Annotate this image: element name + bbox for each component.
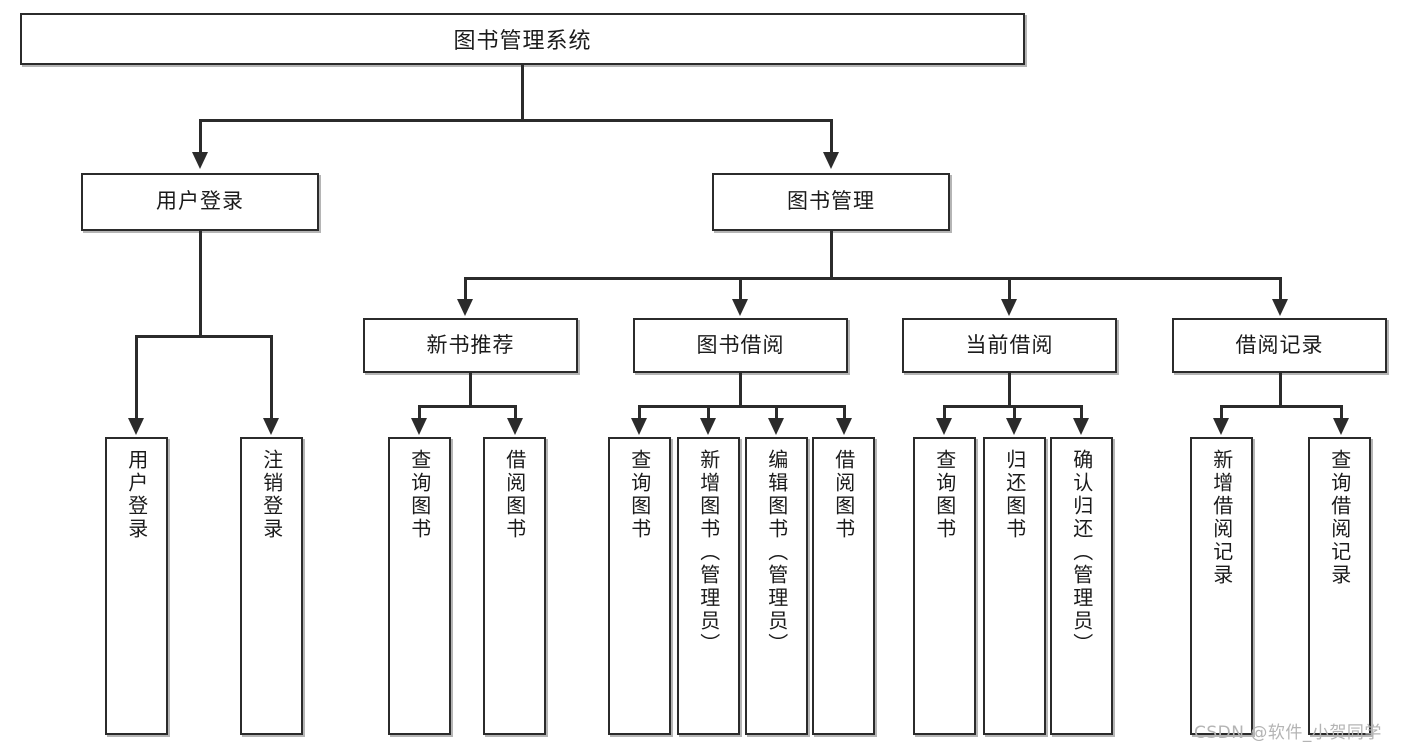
node-leaf-query-book-1[interactable]: 查询图书 [388,437,451,735]
node-leaf-confirm-return[interactable]: 确认归还（管理员） [1050,437,1113,735]
edge-new-book-recommend-down [469,373,472,407]
node-leaf-query-book-3-label: 查询图书 [932,449,957,541]
arrowhead-leaf-user-login [128,418,144,435]
node-leaf-user-login-label: 用户登录 [124,449,149,541]
node-leaf-add-book[interactable]: 新增图书（管理员） [677,437,740,735]
node-leaf-borrow-book-2-label: 借阅图书 [831,449,856,541]
node-book-manage[interactable]: 图书管理 [712,173,950,231]
node-borrow-record-label: 借阅记录 [1235,332,1324,357]
arrowhead-leaf-query-book-1 [411,418,427,435]
edge-current-borrow-down [1008,373,1011,407]
arrowhead-leaf-query-book-3 [936,418,952,435]
node-new-book-recommend[interactable]: 新书推荐 [363,318,578,373]
node-leaf-query-book-1-label: 查询图书 [407,449,432,541]
node-leaf-confirm-return-label: 确认归还（管理员） [1069,449,1094,656]
edge-root-bus [199,119,833,122]
node-leaf-borrow-book-1-label: 借阅图书 [502,449,527,541]
edge-book-manage-bus [464,277,1281,280]
edge-user-login-branch-1 [135,335,138,419]
edge-root-to-user-login [199,119,202,153]
node-leaf-add-book-label: 新增图书（管理员） [696,449,721,656]
arrowhead-book-borrow [732,299,748,316]
arrowhead-new-book-recommend [457,299,473,316]
node-user-login-label: 用户登录 [156,189,244,214]
edge-book-manage-branch-4 [1279,277,1282,301]
node-leaf-add-record[interactable]: 新增借阅记录 [1190,437,1253,735]
edge-new-book-recommend-bus [418,405,516,408]
node-user-login[interactable]: 用户登录 [81,173,319,231]
node-leaf-query-book-2[interactable]: 查询图书 [608,437,671,735]
node-leaf-edit-book[interactable]: 编辑图书（管理员） [745,437,808,735]
edge-book-borrow-branch-3 [775,405,778,419]
edge-user-login-down [199,231,202,337]
arrowhead-leaf-edit-book [768,418,784,435]
node-leaf-borrow-book-2[interactable]: 借阅图书 [812,437,875,735]
edge-book-manage-branch-1 [464,277,467,301]
arrowhead-borrow-record [1272,299,1288,316]
edge-new-book-recommend-branch-1 [418,405,421,419]
arrowhead-leaf-add-book [700,418,716,435]
arrowhead-leaf-logout [263,418,279,435]
edge-borrow-record-bus [1220,405,1342,408]
edge-book-manage-branch-3 [1008,277,1011,301]
edge-book-borrow-down [739,373,742,407]
edge-root-to-book-manage [830,119,833,153]
node-leaf-user-login[interactable]: 用户登录 [105,437,168,735]
node-book-manage-label: 图书管理 [787,189,875,214]
node-book-borrow-label: 图书借阅 [696,332,785,357]
edge-user-login-branch-2 [270,335,273,419]
edge-book-manage-branch-2 [739,277,742,301]
node-leaf-borrow-book-1[interactable]: 借阅图书 [483,437,546,735]
arrowhead-current-borrow [1001,299,1017,316]
edge-book-borrow-branch-4 [843,405,846,419]
node-leaf-logout[interactable]: 注销登录 [240,437,303,735]
arrowhead-to-book-manage [823,152,839,169]
arrowhead-leaf-borrow-book-1 [507,418,523,435]
node-leaf-add-record-label: 新增借阅记录 [1209,449,1234,587]
arrowhead-leaf-query-book-2 [631,418,647,435]
edge-book-borrow-branch-1 [638,405,641,419]
edge-borrow-record-branch-1 [1220,405,1223,419]
node-current-borrow[interactable]: 当前借阅 [902,318,1117,373]
node-root[interactable]: 图书管理系统 [20,13,1025,65]
edge-current-borrow-branch-3 [1080,405,1083,419]
edge-current-borrow-bus [943,405,1082,408]
edge-user-login-bus [135,335,272,338]
arrowhead-leaf-query-record [1333,418,1349,435]
arrowhead-leaf-borrow-book-2 [836,418,852,435]
edge-current-borrow-branch-2 [1013,405,1016,419]
node-leaf-return-book-label: 归还图书 [1002,449,1027,541]
edge-book-manage-down [830,231,833,279]
node-book-borrow[interactable]: 图书借阅 [633,318,848,373]
node-current-borrow-label: 当前借阅 [965,332,1054,357]
arrowhead-leaf-return-book [1006,418,1022,435]
arrowhead-leaf-confirm-return [1073,418,1089,435]
edge-current-borrow-branch-1 [943,405,946,419]
csdn-watermark: CSDN @软件_小贺同学 [1194,723,1382,743]
node-leaf-logout-label: 注销登录 [259,449,284,541]
node-leaf-return-book[interactable]: 归还图书 [983,437,1046,735]
edge-root-down [521,65,524,119]
node-leaf-query-book-2-label: 查询图书 [627,449,652,541]
edge-borrow-record-branch-2 [1340,405,1343,419]
edge-book-borrow-branch-2 [707,405,710,419]
node-borrow-record[interactable]: 借阅记录 [1172,318,1387,373]
node-new-book-recommend-label: 新书推荐 [426,332,515,357]
node-leaf-query-record[interactable]: 查询借阅记录 [1308,437,1371,735]
node-root-label: 图书管理系统 [453,29,592,54]
edge-new-book-recommend-branch-2 [514,405,517,419]
node-leaf-edit-book-label: 编辑图书（管理员） [764,449,789,656]
edge-book-borrow-bus [638,405,846,408]
edge-borrow-record-down [1279,373,1282,407]
node-leaf-query-record-label: 查询借阅记录 [1327,449,1352,587]
node-leaf-query-book-3[interactable]: 查询图书 [913,437,976,735]
arrowhead-leaf-add-record [1213,418,1229,435]
arrowhead-to-user-login [192,152,208,169]
